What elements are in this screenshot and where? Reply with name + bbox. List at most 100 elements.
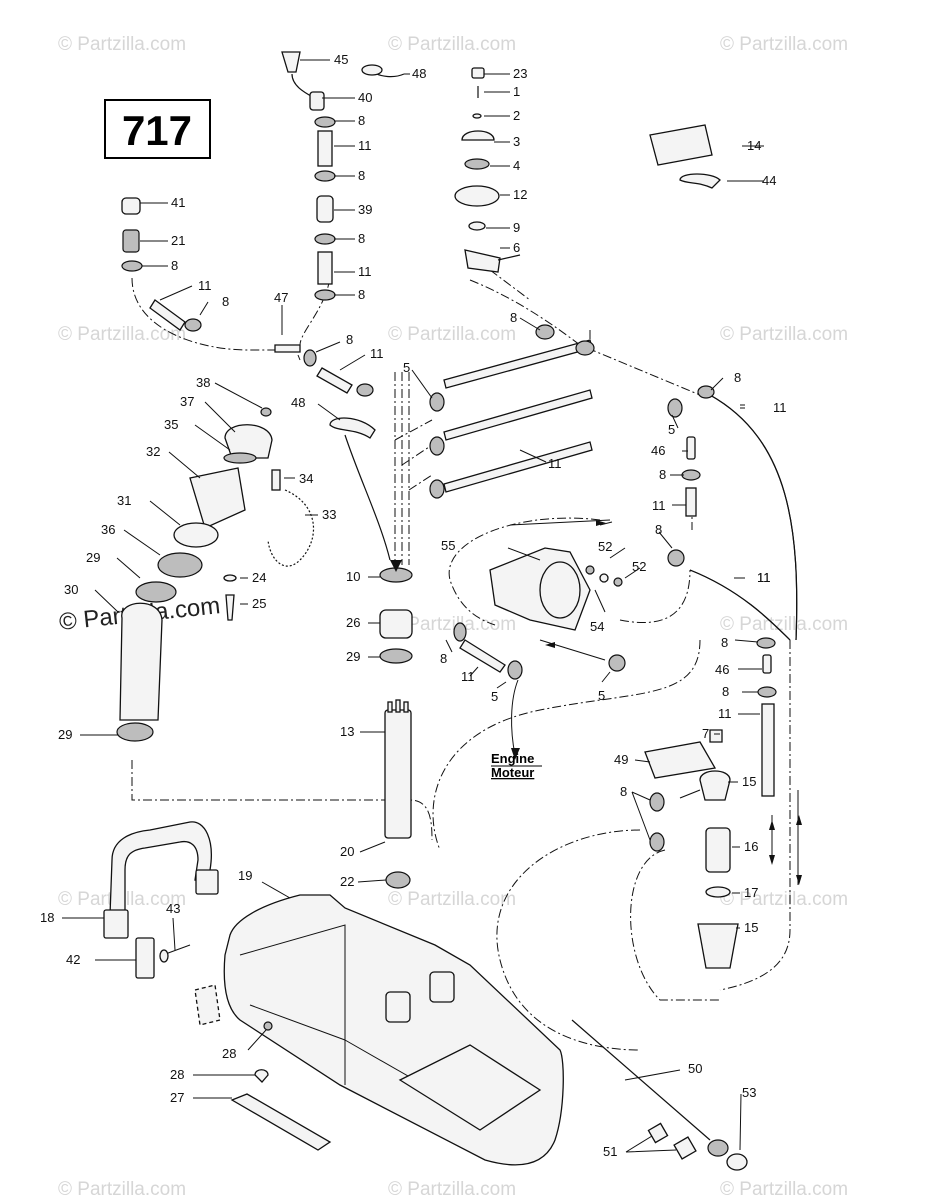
callout-label: 11 xyxy=(358,138,372,153)
hose-part xyxy=(317,130,333,167)
callout-label: 46 xyxy=(651,443,665,458)
callout-label: 8 xyxy=(358,113,365,128)
watermark: © Partzilla.com xyxy=(720,889,848,910)
callout-label: 38 xyxy=(196,375,210,390)
fuel-pump-cluster xyxy=(453,519,626,680)
callout-label: 4 xyxy=(513,158,520,173)
callout-label: 8 xyxy=(659,467,666,482)
clamp-part xyxy=(314,116,336,128)
callout-label: 47 xyxy=(274,290,288,305)
callout-label: 8 xyxy=(222,294,229,309)
callout-label: 25 xyxy=(252,596,266,611)
callout-leaders xyxy=(62,59,764,1153)
callout-label: 39 xyxy=(358,202,372,217)
callout-label: 20 xyxy=(340,844,354,859)
callout-label: 8 xyxy=(171,258,178,273)
clip-parts xyxy=(649,124,721,189)
callout-label: 37 xyxy=(180,394,194,409)
callout-label: 8 xyxy=(358,287,365,302)
callout-label: 53 xyxy=(742,1085,756,1100)
callout-label: 5 xyxy=(403,360,410,375)
model-number-box xyxy=(104,99,211,159)
tank-strap xyxy=(103,821,219,979)
callout-label: 44 xyxy=(762,173,776,188)
engine-label: Engine Moteur xyxy=(491,679,542,780)
callout-label: 11 xyxy=(757,570,771,585)
callout-label: 35 xyxy=(164,417,178,432)
watermark: © Partzilla.com xyxy=(720,1179,848,1200)
callout-label: 8 xyxy=(655,522,662,537)
callout-label: 5 xyxy=(491,689,498,704)
callout-label: 11 xyxy=(370,346,384,361)
watermark: © Partzilla.com xyxy=(388,614,516,635)
callout-label: 42 xyxy=(66,952,80,967)
clamp-part xyxy=(314,233,336,245)
watermark: © Partzilla.com xyxy=(58,1179,186,1200)
callout-label: 8 xyxy=(440,651,447,666)
cap-part xyxy=(281,51,301,73)
engine-label-line1: Engine xyxy=(491,751,534,766)
fuel-pickup-column xyxy=(329,417,413,889)
bottom-hardware xyxy=(230,1019,748,1171)
watermark: © Partzilla.com xyxy=(720,614,848,635)
callout-label: 29 xyxy=(346,649,360,664)
watermark: © Partzilla.com xyxy=(720,34,848,55)
callout-label: 15 xyxy=(744,920,758,935)
callouts: 45 48 23 1 40 2 8 3 11 4 8 12 41 39 9 21… xyxy=(40,52,787,1159)
callout-label: 2 xyxy=(513,108,520,123)
callout-label: 24 xyxy=(252,570,266,585)
callout-label: 28 xyxy=(170,1067,184,1082)
callout-label: 50 xyxy=(688,1061,702,1076)
callout-label: 18 xyxy=(40,910,54,925)
callout-label: 41 xyxy=(171,195,185,210)
callout-label: 8 xyxy=(721,635,728,650)
callout-label: 52 xyxy=(632,559,646,574)
callout-label: 46 xyxy=(715,662,729,677)
callout-label: 8 xyxy=(358,231,365,246)
vent-line-column xyxy=(121,197,374,397)
callout-label: 48 xyxy=(412,66,426,81)
callout-label: 9 xyxy=(513,220,520,235)
callout-label: 31 xyxy=(117,493,131,508)
callout-label: 10 xyxy=(346,569,360,584)
callout-label: 6 xyxy=(513,240,520,255)
model-number: 717 xyxy=(122,107,192,154)
callout-label: 11 xyxy=(198,278,212,293)
callout-label: 7 xyxy=(702,726,709,741)
callout-label: 11 xyxy=(757,570,771,585)
callout-label: 26 xyxy=(346,615,360,630)
hose-part xyxy=(317,251,333,285)
callout-label: 43 xyxy=(166,901,180,916)
callout-label: 5 xyxy=(668,422,675,437)
filler-neck-assembly xyxy=(116,407,315,742)
callout-label: 8 xyxy=(734,370,741,385)
callout-label: 55 xyxy=(441,538,455,553)
strap-part xyxy=(361,64,383,76)
callout-label: 8 xyxy=(620,784,627,799)
callout-label: 11 xyxy=(358,264,372,279)
fuel-tank xyxy=(194,894,564,1166)
callout-label: 51 xyxy=(603,1144,617,1159)
engine-label-line2: Moteur xyxy=(491,765,534,780)
callout-label: 11 xyxy=(652,498,666,513)
callout-label: 23 xyxy=(513,66,527,81)
callout-label: 52 xyxy=(598,539,612,554)
right-return-hose xyxy=(667,385,798,641)
elbow-fitting xyxy=(309,91,325,111)
watermark: © Partzilla.com xyxy=(720,324,848,345)
callout-label: 1 xyxy=(513,84,520,99)
callout-label: 49 xyxy=(614,752,628,767)
watermark: © Partzilla.com xyxy=(388,1179,516,1200)
watermark: © Partzilla.com xyxy=(388,34,516,55)
callout-label: 8 xyxy=(510,310,517,325)
callout-label: 16 xyxy=(744,839,758,854)
callout-label: 12 xyxy=(513,187,527,202)
callout-label: 29 xyxy=(58,727,72,742)
callout-label: 11 xyxy=(773,400,787,415)
callout-label: 28 xyxy=(222,1046,236,1061)
crossover-tubes xyxy=(429,324,595,499)
watermark: © Partzilla.com xyxy=(388,324,516,345)
callout-label: 27 xyxy=(170,1090,184,1105)
flow-arrows xyxy=(390,520,802,885)
callout-label: 8 xyxy=(358,168,365,183)
